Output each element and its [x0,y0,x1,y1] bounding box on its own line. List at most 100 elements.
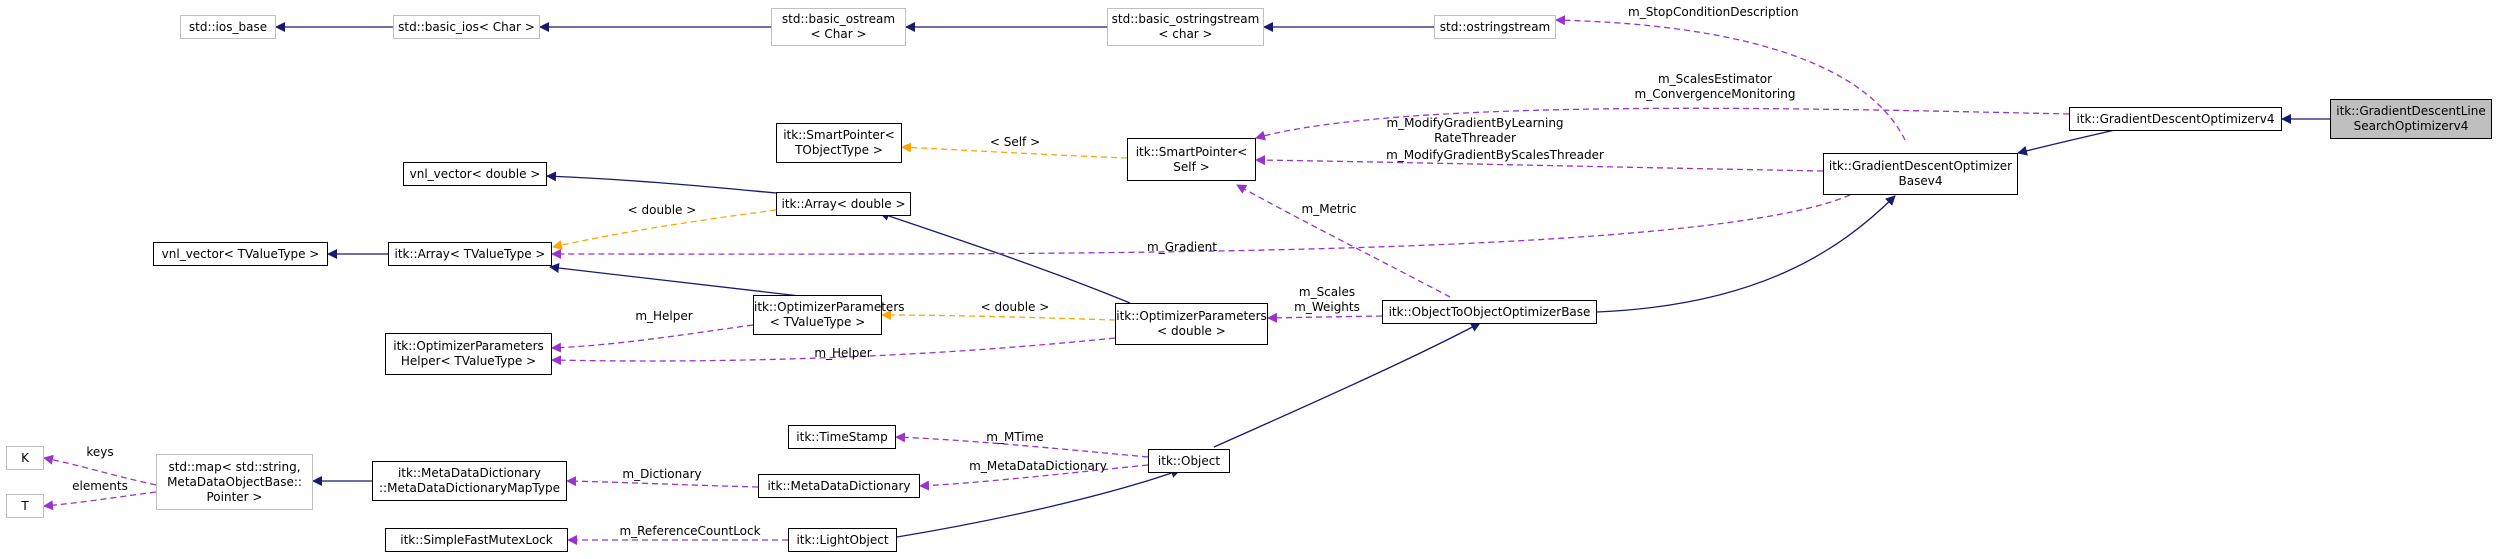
node-std-ostringstream[interactable]: std::ostringstream [1434,15,1556,39]
label-weights: m_Weights [1294,300,1360,314]
node-label: < double > [1157,324,1226,338]
node-label: itk::MetaDataDictionary [767,478,911,493]
node-timestamp[interactable]: itk::TimeStamp [788,425,896,449]
node-simple-fast-mutex-lock[interactable]: itk::SimpleFastMutexLock [385,528,568,552]
node-label: itk::OptimizerParameters [754,300,905,314]
node-label: itk::GradientDescentOptimizer [1828,159,2013,173]
node-label: std::ios_base [188,19,268,34]
node-optimizer-parameters-double[interactable]: itk::OptimizerParameters < double > [1115,303,1268,345]
node-gradient-descent-optimizerv4[interactable]: itk::GradientDescentOptimizerv4 [2069,107,2282,131]
label-modify-gradient-scales: m_ModifyGradientByScalesThreader [1386,148,1604,162]
edge-modify-gradient [1255,155,1824,172]
node-label: itk::Array< double > [781,196,906,211]
node-label: itk::TimeStamp [796,429,888,444]
node-label: K [21,450,29,465]
edge-mdict [919,464,1149,491]
node-label: itk::SimpleFastMutexLock [400,532,553,547]
node-label: < TValueType > [769,315,866,329]
node-smartpointer-tobjecttype[interactable]: itk::SmartPointer< TObjectType > [776,123,902,163]
label-modify-gradient-learning: m_ModifyGradientByLearning [1386,116,1563,130]
node-label: itk::GradientDescentOptimizerv4 [2076,111,2275,126]
node-optimizer-parameters-tvaluetype[interactable]: itk::OptimizerParameters < TValueType > [753,295,905,335]
label-scales: m_Scales [1299,285,1355,299]
edge-array-double-to-vnl-double [546,171,777,194]
node-vnl-vector-tvaluetype[interactable]: vnl_vector< TValueType > [153,242,328,266]
node-light-object[interactable]: itk::LightObject [788,528,897,552]
label-helper-a: m_Helper [635,309,692,323]
node-label: < char > [1158,27,1213,41]
node-label: vnl_vector< TValueType > [161,246,320,261]
node-gradient-descent-line-search-optimizer[interactable]: itk::GradientDescentLine SearchOptimizer… [2330,99,2492,139]
node-t[interactable]: T [6,494,44,518]
edge-helper-a [551,324,754,353]
label-rate-threader: RateThreader [1434,131,1516,145]
edge-elements [43,491,157,511]
node-label: itk::Object [1157,453,1221,468]
node-metadata-dictionary-map-type[interactable]: itk::MetaDataDictionary ::MetaDataDictio… [372,461,567,501]
node-label: Helper< TValueType > [400,354,537,368]
label-helper-b: m_Helper [814,346,871,360]
node-gradient-descent-optimizer-basev4[interactable]: itk::GradientDescentOptimizer Basev4 [1823,153,2018,195]
node-std-basic-ostream[interactable]: std::basic_ostream < Char > [771,8,906,46]
node-label: Pointer > [206,489,263,504]
node-optimizer-parameters-helper[interactable]: itk::OptimizerParameters Helper< TValueT… [385,333,552,375]
node-label: Basev4 [1898,174,1943,188]
node-label: std::ostringstream [1439,19,1551,34]
edge-optparams-double-to-array-double [879,211,1131,304]
edge-lightobject-to-object [896,468,1181,538]
edge-metric [1236,184,1451,298]
edge-gdv4-to-gd-base [2017,129,2116,156]
label-mdict: m_MetaDataDictionary [969,459,1107,473]
edge-scales [1267,312,1383,323]
node-label: SearchOptimizerv4 [2353,119,2469,133]
node-label: itk::OptimizerParameters [1116,309,1267,323]
label-keys: keys [86,445,113,459]
node-label: TObjectType > [795,143,883,157]
edge-dictionary [566,476,759,488]
edge-obj2obj-to-gd-base [1596,195,1896,313]
edge-optparams-tvalue-to-array-tvalue [549,263,801,297]
node-label: MetaDataObjectBase:: [167,474,302,489]
edge-template-self [901,142,1128,159]
node-label: std::map< std::string, [168,459,301,474]
node-label: vnl_vector< double > [409,166,541,181]
node-object-to-object-optimizer-base[interactable]: itk::ObjectToObjectOptimizerBase [1382,300,1597,324]
node-label: itk::OptimizerParameters [393,339,544,353]
node-metadata-dictionary[interactable]: itk::MetaDataDictionary [758,474,920,498]
node-label: ::MetaDataDictionaryMapType [379,481,560,495]
node-label: itk::SmartPointer< [783,128,895,142]
node-label: itk::MetaDataDictionary [397,466,542,480]
node-vnl-vector-double[interactable]: vnl_vector< double > [403,162,547,186]
node-std-basic-ostringstream[interactable]: std::basic_ostringstream < char > [1107,8,1264,46]
label-elements: elements [72,479,128,493]
label-scales-estimator: m_ScalesEstimator [1658,72,1772,86]
node-label: itk::GradientDescentLine [2336,104,2486,118]
node-label: itk::Array< TValueType > [394,246,546,261]
node-label: std::basic_ostream [781,12,896,26]
label-double-b: < double > [981,300,1050,314]
label-double-a: < double > [628,203,697,217]
edge-gradient [551,194,1851,260]
label-gradient: m_Gradient [1147,240,1217,254]
node-label: T [21,498,29,513]
node-std-basic-ios[interactable]: std::basic_ios< Char > [393,15,540,39]
node-k[interactable]: K [6,446,44,470]
label-refcount: m_ReferenceCountLock [619,524,760,538]
node-itk-object[interactable]: itk::Object [1148,449,1230,473]
edge-mtime [895,432,1149,458]
edge-scales-estimator [1255,107,2070,141]
node-label: itk::LightObject [796,532,889,547]
node-array-double[interactable]: itk::Array< double > [776,192,911,216]
node-array-tvaluetype[interactable]: itk::Array< TValueType > [388,242,552,266]
edge-keys [43,454,157,486]
node-label: itk::SmartPointer< [1135,144,1248,159]
edge-stop-condition [1555,15,1906,141]
node-std-map[interactable]: std::map< std::string, MetaDataObjectBas… [156,454,313,510]
label-mtime: m_MTime [986,430,1043,444]
node-label: itk::ObjectToObjectOptimizerBase [1388,304,1591,319]
node-smartpointer-self[interactable]: itk::SmartPointer< Self > [1127,138,1256,181]
edge-object-to-obj2obj [1213,322,1481,448]
node-std-ios-base[interactable]: std::ios_base [180,15,276,39]
label-dictionary: m_Dictionary [622,467,701,481]
